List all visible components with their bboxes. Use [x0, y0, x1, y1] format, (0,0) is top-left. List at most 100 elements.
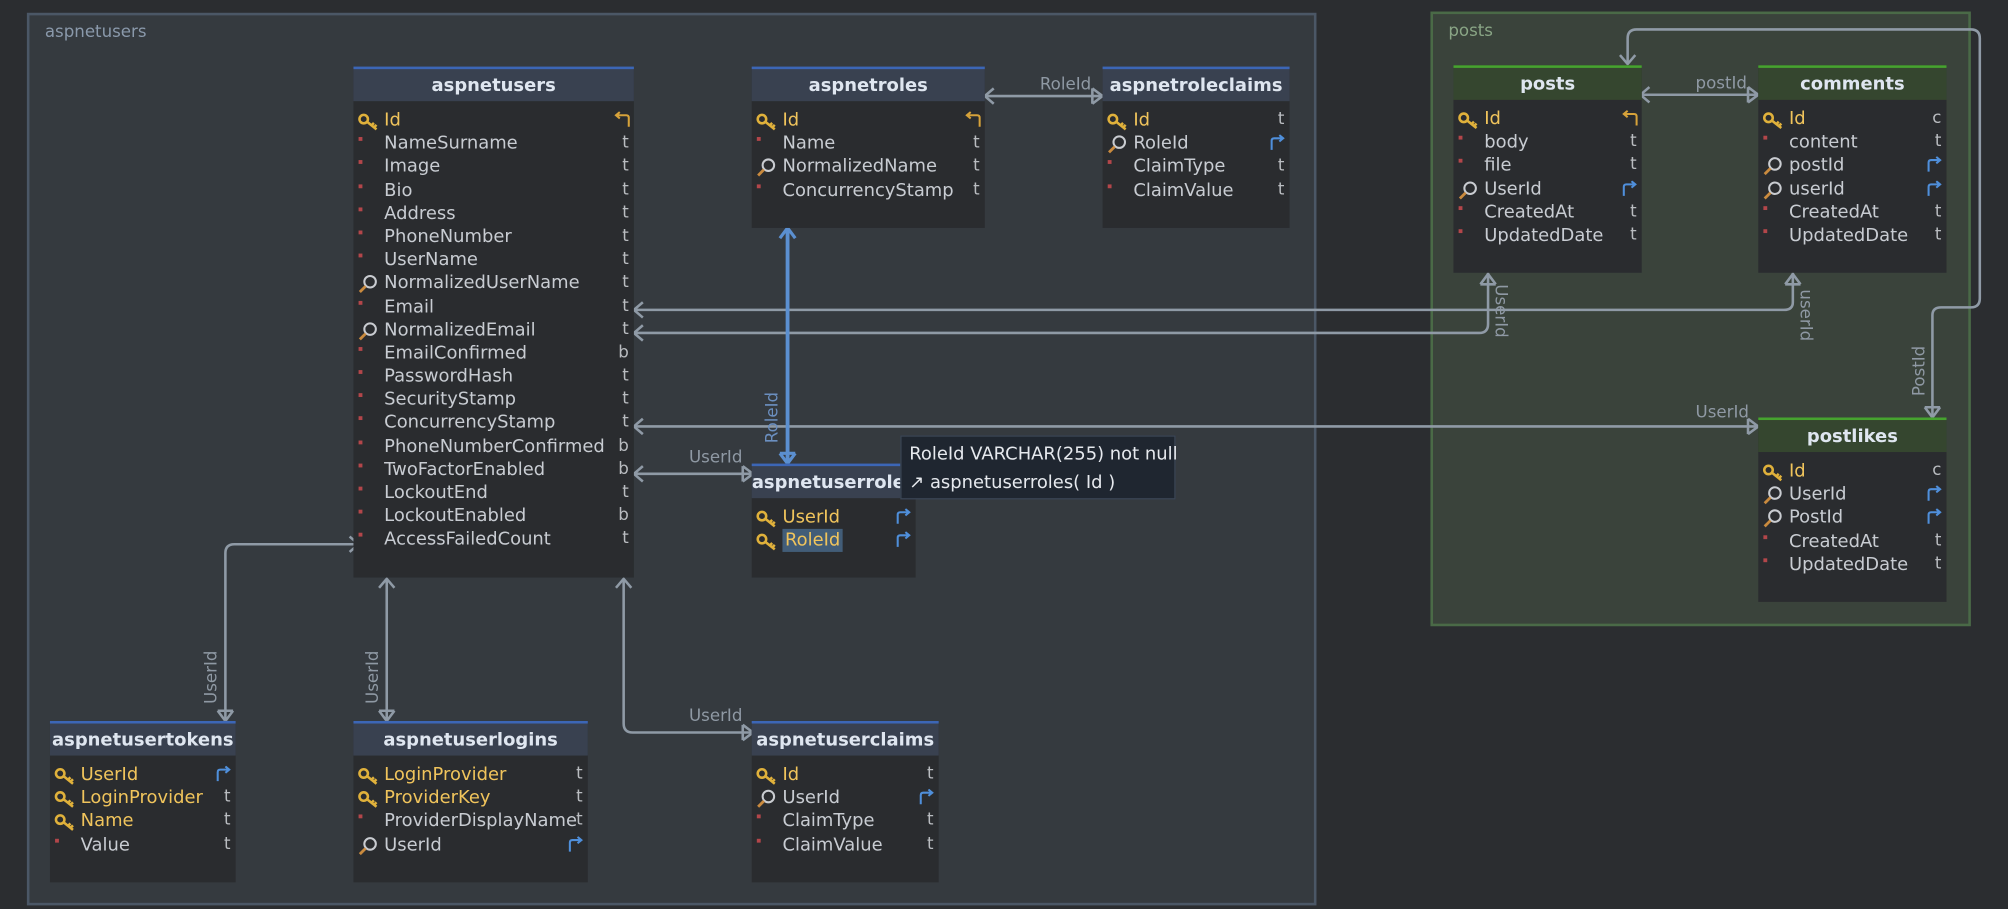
- column-type: t: [576, 787, 583, 808]
- column-row[interactable]: UserId: [353, 833, 587, 856]
- link-label: userId: [1795, 289, 1815, 342]
- column-row[interactable]: UserId: [752, 787, 939, 810]
- column-row[interactable]: ConcurrencyStamp t: [752, 179, 985, 202]
- column-name: file: [1484, 155, 1512, 176]
- column-row[interactable]: UserId: [1453, 177, 1641, 200]
- column-row[interactable]: Id: [752, 109, 985, 132]
- table-title[interactable]: aspnetuserroles: [751, 463, 916, 499]
- primary-key-icon: [756, 766, 779, 785]
- tooltip-signature: RoleId VARCHAR(255) not null: [909, 444, 1178, 465]
- column-name: AccessFailedCount: [384, 529, 551, 550]
- column-row[interactable]: Id: [1453, 108, 1641, 131]
- table-title[interactable]: comments: [1758, 65, 1947, 100]
- column-row[interactable]: Id: [353, 109, 633, 132]
- link-label: UserId: [1695, 403, 1749, 423]
- column-type: t: [973, 180, 980, 200]
- table-title[interactable]: aspnetuserclaims: [751, 720, 939, 756]
- column-type: t: [1630, 202, 1637, 222]
- column-row[interactable]: UserId: [50, 763, 236, 786]
- column-name: LockoutEnd: [384, 482, 488, 504]
- index-icon: [1762, 180, 1785, 199]
- foreign-key-icon: [895, 531, 912, 549]
- column-row[interactable]: UserId: [1758, 483, 1946, 506]
- table-title[interactable]: aspnetusertokens: [49, 720, 236, 756]
- table-title[interactable]: aspnetroleclaims: [1102, 66, 1290, 102]
- column-row[interactable]: UserId: [752, 506, 916, 529]
- column-row[interactable]: RoleId: [1103, 132, 1290, 155]
- column-type: t: [1934, 202, 1942, 222]
- column-row[interactable]: RoleId: [752, 529, 916, 553]
- table-title[interactable]: aspnetroles: [751, 66, 985, 102]
- link-label: UserId: [1490, 284, 1510, 338]
- table-title[interactable]: posts: [1453, 65, 1642, 100]
- column-name: NormalizedName: [782, 156, 938, 178]
- table-title[interactable]: aspnetusers: [353, 66, 634, 102]
- column-row[interactable]: PostId: [1758, 506, 1946, 529]
- column-row[interactable]: postId: [1758, 154, 1946, 177]
- column-row[interactable]: userId: [1758, 177, 1946, 200]
- index-icon: [756, 789, 779, 809]
- primary-key-icon: [357, 766, 380, 785]
- pk-reference-icon: [964, 111, 981, 128]
- table-title[interactable]: aspnetuserlogins: [353, 720, 588, 756]
- column-name: ConcurrencyStamp: [782, 180, 954, 201]
- table-title[interactable]: postlikes: [1758, 417, 1947, 453]
- foreign-key-icon: [1926, 485, 1943, 503]
- pk-reference-icon: [613, 111, 630, 128]
